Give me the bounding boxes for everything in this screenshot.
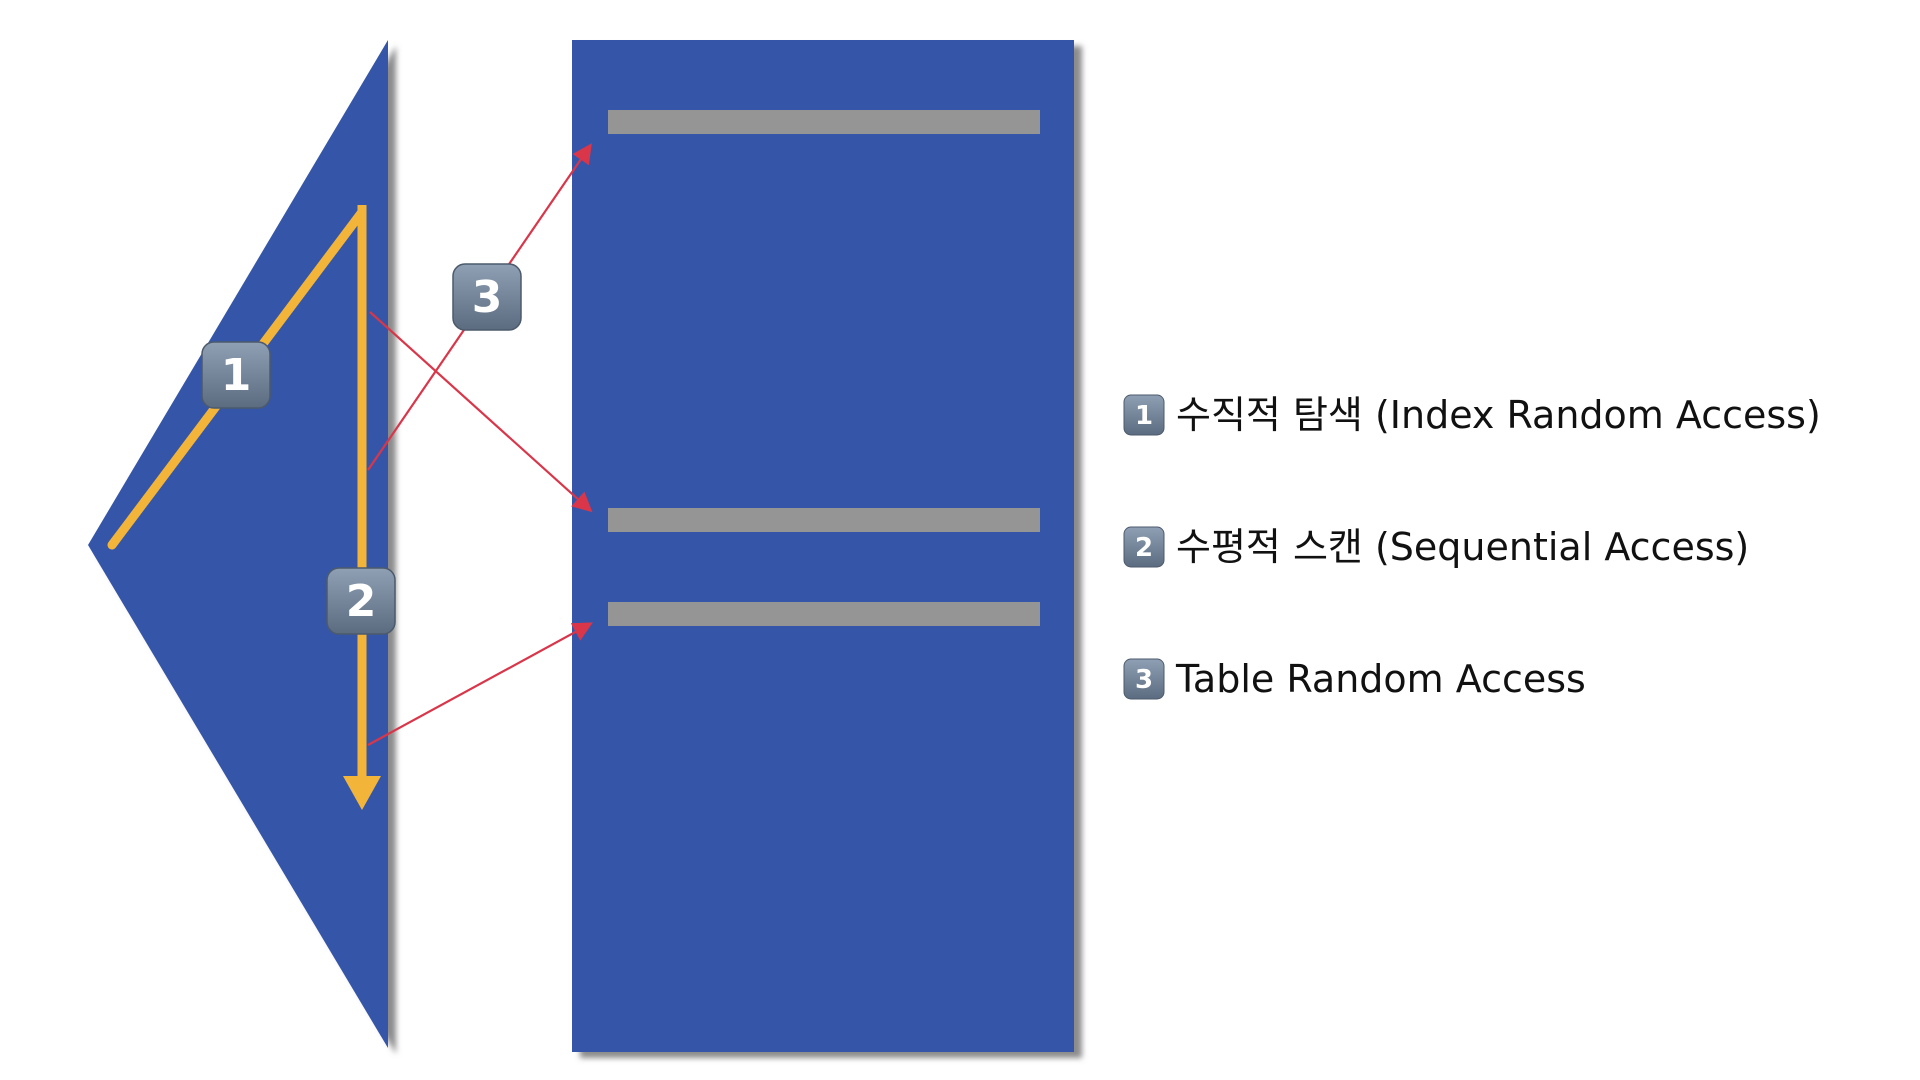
legend-label-3: Table Random Access xyxy=(1175,657,1586,701)
legend-label-2: 수평적 스캔 (Sequential Access) xyxy=(1176,525,1749,569)
badge-1: 1 xyxy=(201,341,271,409)
legend-badge-3: 3 xyxy=(1135,665,1153,695)
table-access-arrow-3 xyxy=(367,622,593,746)
legend-item-2: 2 수평적 스캔 (Sequential Access) xyxy=(1123,525,1749,569)
index-shape xyxy=(88,40,388,1048)
table-access-arrow-2 xyxy=(369,311,593,513)
badge-3-label: 3 xyxy=(472,272,503,323)
table-row-3 xyxy=(608,602,1040,626)
badge-3: 3 xyxy=(452,263,522,331)
table-row-2 xyxy=(608,508,1040,532)
legend: 1 수직적 탐색 (Index Random Access) 2 수평적 스캔 … xyxy=(1123,393,1821,701)
legend-badge-1: 1 xyxy=(1135,401,1153,431)
table-row-1 xyxy=(608,110,1040,134)
scan-arrowhead xyxy=(343,776,381,810)
legend-label-1: 수직적 탐색 (Index Random Access) xyxy=(1176,393,1821,437)
legend-badge-2: 2 xyxy=(1135,533,1153,563)
table-block xyxy=(572,40,1074,1052)
legend-item-1: 1 수직적 탐색 (Index Random Access) xyxy=(1123,393,1821,437)
badge-1-label: 1 xyxy=(221,350,252,401)
badge-2: 2 xyxy=(326,567,396,635)
badge-2-label: 2 xyxy=(346,576,377,627)
legend-item-3: 3 Table Random Access xyxy=(1123,657,1586,701)
